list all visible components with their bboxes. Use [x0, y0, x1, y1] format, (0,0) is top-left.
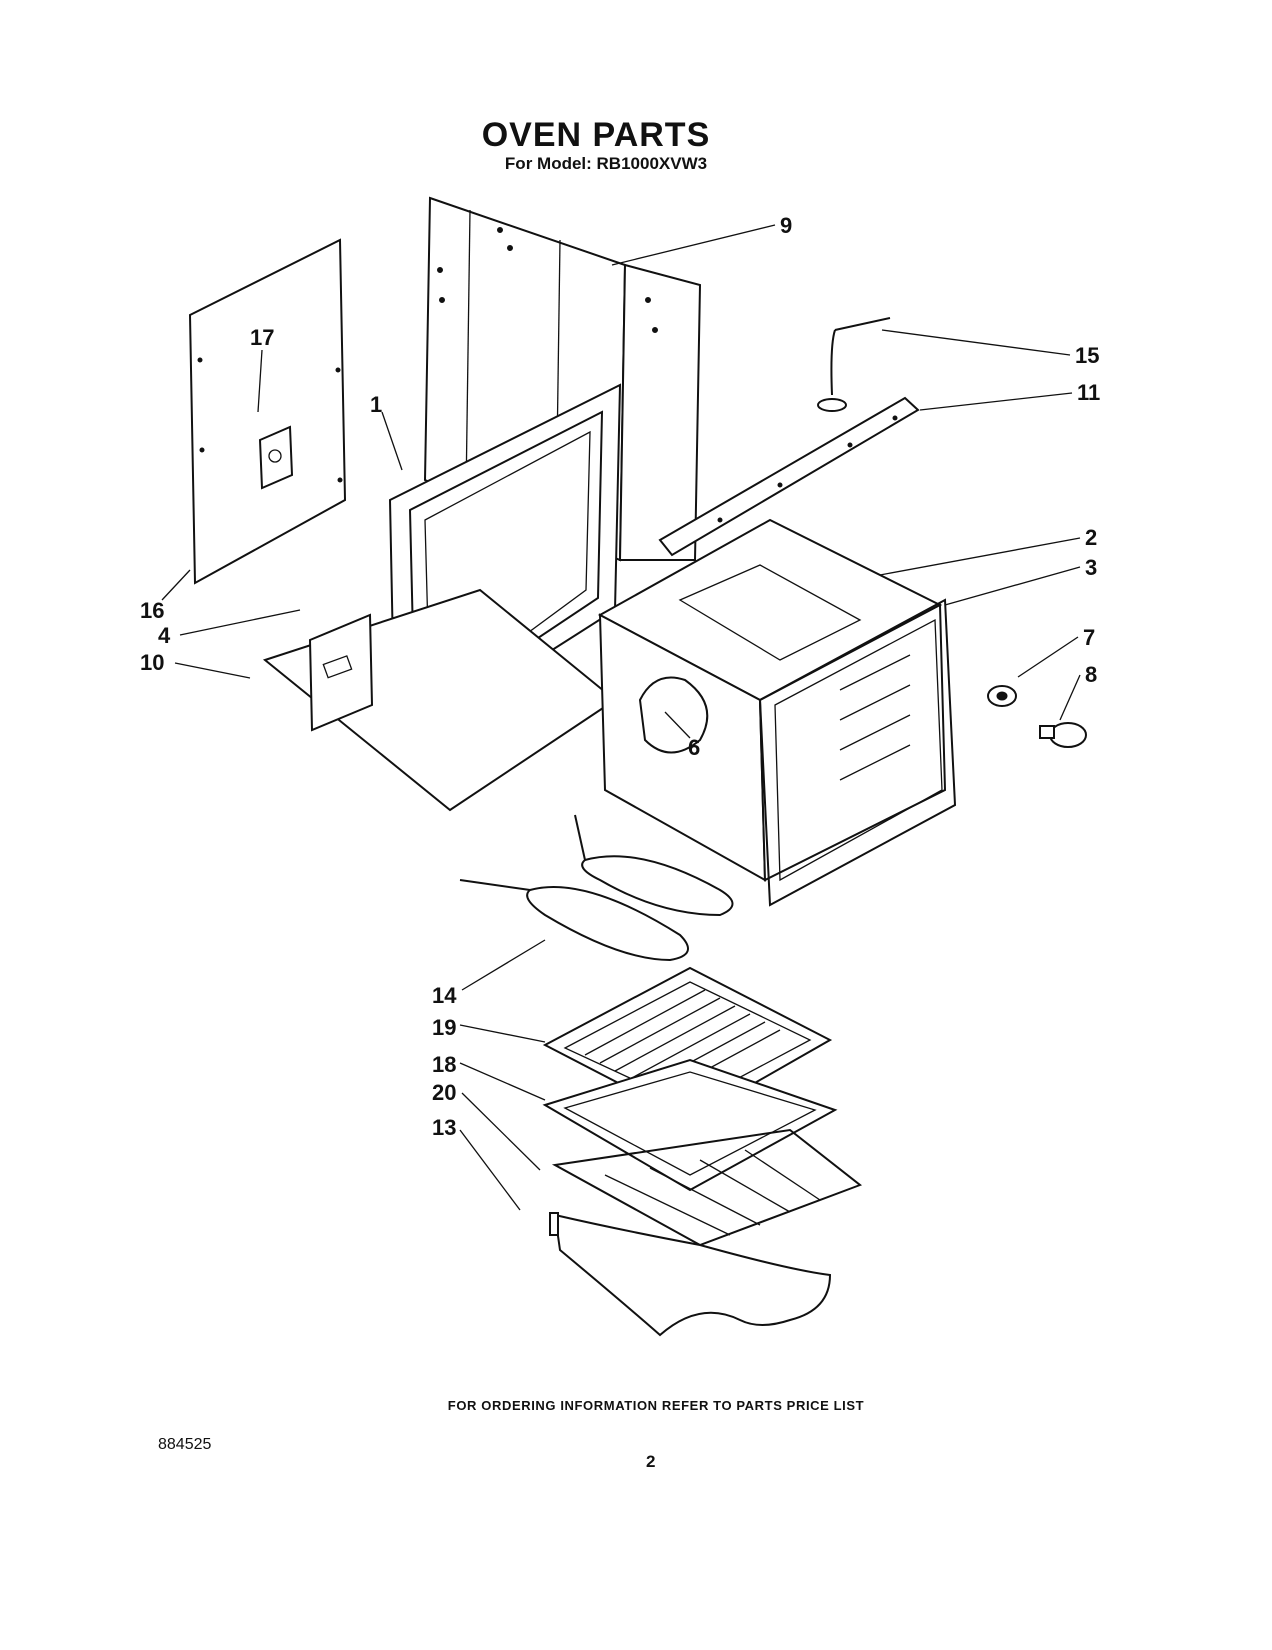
- callout-14: 14: [432, 983, 457, 1008]
- ordering-note: FOR ORDERING INFORMATION REFER TO PARTS …: [447, 1398, 865, 1413]
- callout-7: 7: [1083, 625, 1095, 650]
- lamp-parts: [987, 685, 1087, 748]
- callout-17: 17: [250, 325, 274, 350]
- leader-lines: [161, 224, 1081, 1211]
- sensor-tube: [817, 317, 891, 412]
- bake-element: [459, 814, 734, 962]
- callout-19: 19: [432, 1015, 456, 1040]
- callout-3: 3: [1085, 555, 1097, 580]
- callout-11: 11: [1077, 380, 1100, 405]
- page-title: OVEN PARTS: [481, 116, 711, 154]
- callout-2: 2: [1085, 525, 1097, 550]
- document-number: 884525: [158, 1436, 212, 1453]
- oven-rack: [551, 1128, 863, 1247]
- callout-labels: 9 17 15 1 11 2 3 16 4 7 10 8 6 14 19 18 …: [140, 213, 1100, 1140]
- callout-20: 20: [432, 1080, 456, 1105]
- callout-10: 10: [140, 650, 164, 675]
- callout-9: 9: [780, 213, 792, 238]
- page-number: 2: [646, 1452, 656, 1471]
- callout-16: 16: [140, 598, 164, 623]
- rear-panel: [188, 238, 347, 585]
- callout-18: 18: [432, 1052, 456, 1077]
- callout-6: 6: [688, 735, 700, 760]
- callout-1: 1: [370, 392, 382, 417]
- bottom-panel: [262, 588, 617, 812]
- callout-4: 4: [158, 623, 171, 648]
- oven-cavity: [597, 518, 957, 907]
- callout-13: 13: [432, 1115, 456, 1140]
- cross-bracket: [658, 396, 920, 557]
- bottom-cover: [549, 1212, 832, 1337]
- callout-15: 15: [1075, 343, 1099, 368]
- broiler-pan: [542, 1058, 838, 1192]
- callout-8: 8: [1085, 662, 1097, 687]
- model-subtitle: For Model: RB1000XVW3: [504, 154, 708, 173]
